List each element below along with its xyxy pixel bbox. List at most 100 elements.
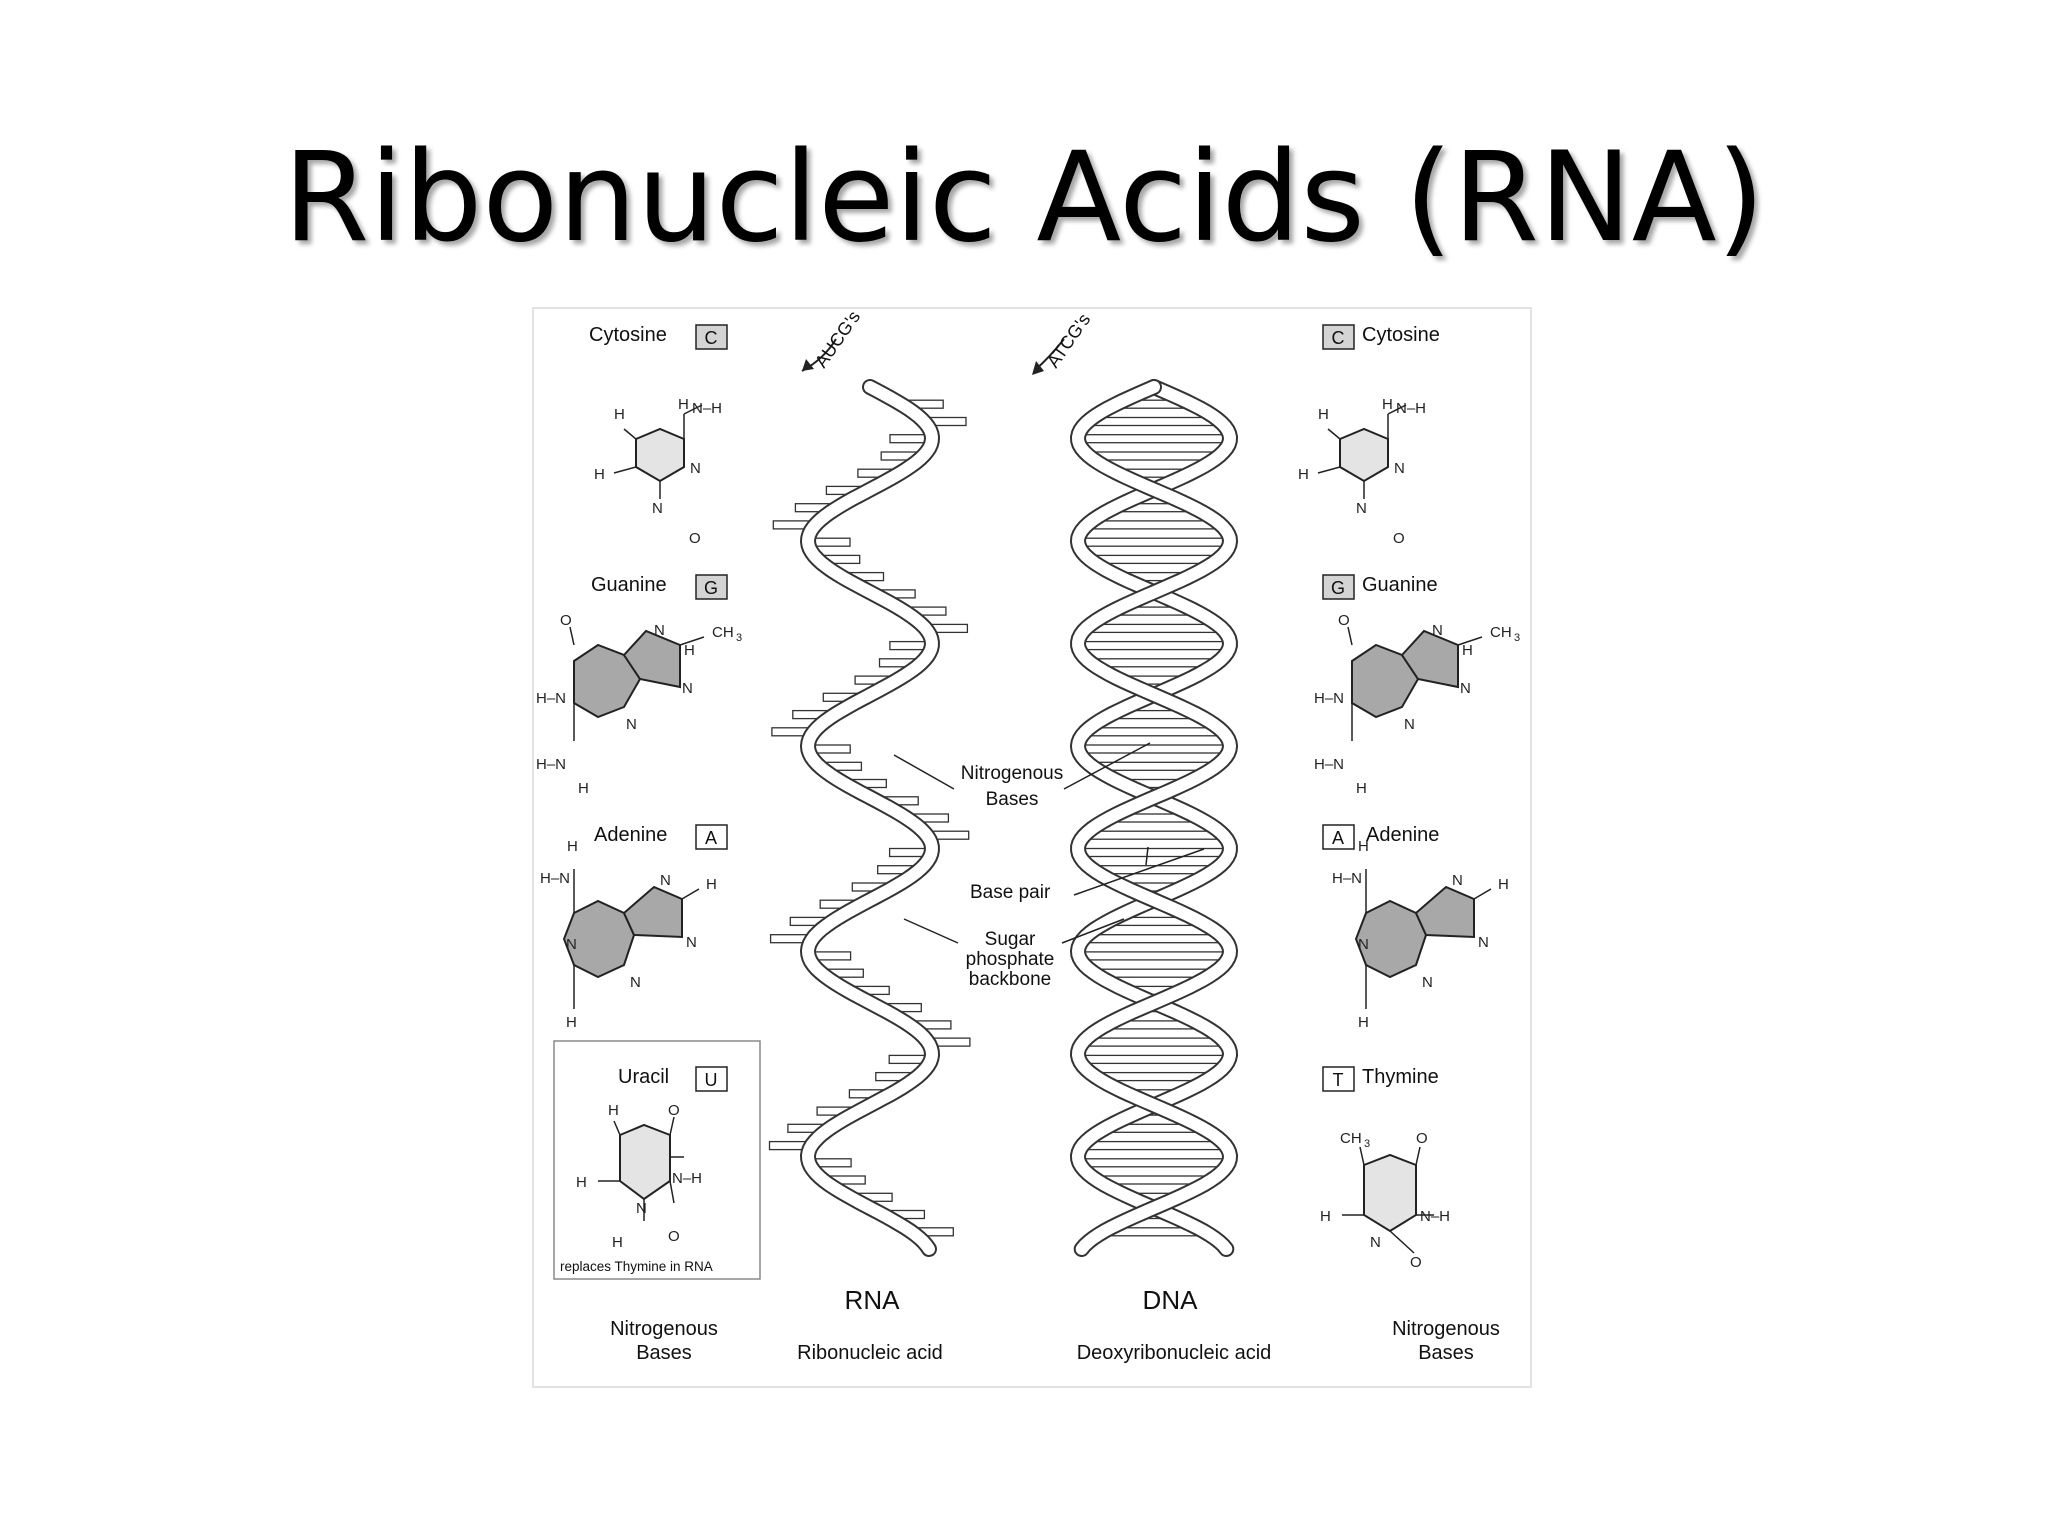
dna-helix: [1069, 379, 1239, 1257]
atom-label: O: [1416, 1130, 1428, 1147]
atom-label: 3: [736, 632, 742, 644]
helix-rung: [1078, 1054, 1230, 1065]
right-caption-line1: Nitrogenous: [1392, 1318, 1500, 1340]
rna-label: RNA: [845, 1285, 901, 1315]
dna-pointer-label: ATCG's: [1043, 310, 1094, 372]
thymine-right: T Thymine CH 3 O H N–H N O: [1320, 1066, 1450, 1271]
callout-nitrogenous-bases: Nitrogenous Bases: [893, 742, 1151, 810]
helix-rung: [1088, 451, 1220, 461]
base-letter: A: [1332, 828, 1344, 848]
base-letter: T: [1333, 1070, 1344, 1090]
atom-label: N–H: [672, 1170, 702, 1187]
purine-ring: [573, 643, 642, 719]
base-name: Adenine: [1366, 824, 1439, 846]
callout-lines: [1073, 846, 1205, 896]
atom-label: H: [594, 466, 605, 483]
atom-label: O: [560, 612, 572, 629]
atom-label: O: [668, 1102, 680, 1119]
helix-rung: [1084, 727, 1224, 737]
atom-label: H: [578, 780, 589, 797]
pyrimidine-ring: [635, 427, 685, 483]
purine-ring: [1351, 643, 1420, 719]
atom-label: H: [1358, 1014, 1369, 1031]
atom-label: N: [1478, 934, 1489, 951]
callout-sugar-phosphate-backbone: Sugar phosphate backbone: [903, 918, 1125, 990]
atom-label: H: [1382, 396, 1393, 413]
atom-label: N: [626, 716, 637, 733]
base-letter: C: [705, 328, 718, 348]
atom-label: N: [1394, 460, 1405, 477]
atom-label: H: [1462, 642, 1473, 659]
atom-label: N: [690, 460, 701, 477]
helix-rung: [1085, 623, 1223, 634]
atom-label: N: [636, 1200, 647, 1217]
callout-text: Sugar: [985, 929, 1036, 950]
diagram-figure: Cytosine C H N–H H H N N O Guanine G O H…: [532, 307, 1532, 1388]
letter-box: [695, 324, 728, 350]
letter-box: [695, 574, 728, 600]
atom-label: H: [1498, 876, 1509, 893]
atom-label: H: [1356, 780, 1367, 797]
atom-label: N: [1422, 974, 1433, 991]
atom-label: H: [678, 396, 689, 413]
left-caption-line1: Nitrogenous: [610, 1318, 718, 1340]
base-letter: C: [1332, 328, 1345, 348]
base-name: Guanine: [1362, 574, 1438, 596]
letter-box: [695, 824, 728, 850]
atom-label: H: [608, 1102, 619, 1119]
atom-label: H: [1320, 1208, 1331, 1225]
atom-label: N: [1460, 680, 1471, 697]
atom-label: N: [1452, 872, 1463, 889]
atom-label: H: [1318, 406, 1329, 423]
atom-label: N: [652, 500, 663, 517]
atom-label: N: [566, 936, 577, 953]
letter-box: [695, 1066, 728, 1092]
atom-label: O: [1410, 1254, 1422, 1271]
base-name: Cytosine: [1362, 324, 1440, 346]
helix-rung: [1077, 847, 1231, 858]
letter-box: [1322, 824, 1355, 850]
atom-label: 3: [1364, 1138, 1370, 1150]
helix-rung: [1086, 520, 1222, 530]
pyrimidine-ring: [1339, 427, 1389, 483]
base-name: Adenine: [594, 824, 667, 846]
atom-label: N: [1370, 1234, 1381, 1251]
guanine-left: Guanine G O H–N H–N H N N H N CH 3: [536, 574, 742, 797]
atom-label: H–N: [536, 756, 566, 773]
base-letter: G: [1331, 578, 1345, 598]
base-name: Uracil: [618, 1066, 669, 1088]
dna-label: DNA: [1143, 1285, 1199, 1315]
atom-label: O: [1338, 612, 1350, 629]
rna-pointer-label: AUCG's: [811, 309, 864, 371]
helix-rung: [1081, 1140, 1227, 1151]
callout-lines: [903, 918, 1125, 944]
atom-label: N–H: [1396, 400, 1426, 417]
base-name: Cytosine: [589, 324, 667, 346]
helix-rung: [1083, 830, 1225, 840]
dna-caption: Deoxyribonucleic acid: [1077, 1342, 1272, 1364]
helix-rung: [1077, 434, 1231, 444]
helix-rung: [1083, 934, 1225, 944]
slide-title: Ribonucleic Acids (RNA): [283, 126, 1765, 270]
atom-label: N: [660, 872, 671, 889]
base-letter: A: [705, 828, 717, 848]
diagram-canvas: Cytosine C H N–H H H N N O Guanine G O H…: [536, 309, 1520, 1364]
right-caption-line2: Bases: [1418, 1342, 1474, 1364]
helix-rung: [1078, 951, 1230, 961]
atom-label: N: [630, 974, 641, 991]
imidazole-ring: [622, 885, 683, 939]
atom-label: N: [1356, 500, 1367, 517]
atom-label: N: [1358, 936, 1369, 953]
atom-label: H: [566, 1014, 577, 1031]
helix-rung: [1077, 744, 1231, 754]
left-caption-line2: Bases: [636, 1342, 692, 1364]
base-name: Thymine: [1362, 1066, 1439, 1088]
atom-label: N: [1432, 622, 1443, 639]
helix-rung: [1077, 537, 1231, 547]
atom-label: H: [1298, 466, 1309, 483]
atom-label: H–N: [1332, 870, 1362, 887]
rna-helix: [768, 379, 971, 1257]
atom-label: H: [614, 406, 625, 423]
uracil-note: replaces Thymine in RNA: [560, 1259, 713, 1274]
base-letter: U: [705, 1070, 718, 1090]
